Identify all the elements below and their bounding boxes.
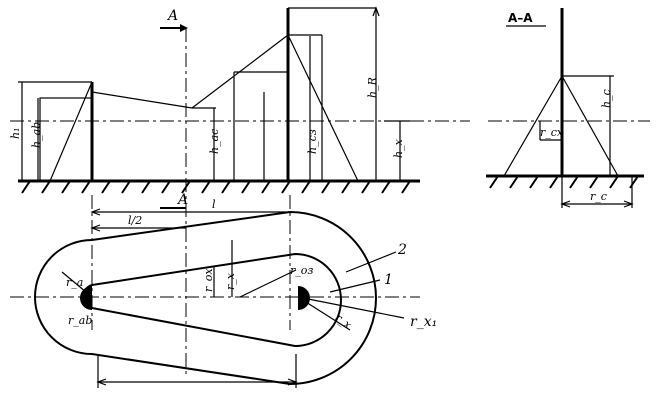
label-h-x: h_x: [392, 138, 405, 158]
zone-boundary-sag: [91, 91, 193, 109]
section-arrow-head: [180, 24, 188, 32]
rod-1-footprint: [80, 286, 92, 310]
section-zone-right: [561, 75, 619, 177]
section-zone-left: [503, 75, 563, 177]
r-oz-leader: [239, 269, 297, 298]
label-h-cs: h_cз: [306, 129, 319, 154]
callout-1: 1: [384, 272, 393, 288]
r-a-leader: [61, 271, 93, 298]
label-r-cx: r_cx: [540, 126, 564, 139]
section-ground-hatching: [489, 175, 639, 189]
label-h-ab: h_ab: [30, 122, 43, 148]
callout-2-leader: [345, 251, 397, 273]
section-mark-top: A: [166, 8, 178, 24]
r-x1-leader: [297, 296, 405, 319]
r-c-arrow-left: [560, 200, 571, 208]
zone-outer-contour: [34, 210, 377, 386]
plan-view: A l l/2 r_a r_ab r_oх: [10, 192, 437, 388]
l-arrow-left: [90, 208, 101, 216]
label-h-r: h_R: [366, 77, 379, 98]
rod-1-zone-box: [39, 97, 93, 182]
label-r-x2: r_x: [333, 311, 355, 332]
label-h-ac: h_ac: [208, 129, 221, 154]
l-half-arrow: [90, 224, 101, 232]
label-r-a: r_a: [66, 276, 83, 289]
r-c-arrow-right: [623, 200, 634, 208]
r-x2-leader: [297, 296, 351, 331]
label-r-oz: r_oз: [290, 264, 313, 277]
rod-2-zone-right: [287, 34, 359, 182]
label-r-c: r_c: [590, 190, 607, 203]
label-r-x: r_x: [224, 272, 237, 290]
label-r-ab: r_ab: [68, 314, 92, 327]
section-a-a-view: A–A h_c r_cx r_c: [486, 8, 650, 208]
callout-1-leader: [329, 279, 381, 293]
ground-hatching: [21, 180, 411, 194]
label-r-ox: r_oх: [202, 268, 215, 292]
label-h1: h₁: [9, 128, 22, 140]
section-title: A–A: [508, 11, 533, 25]
section-mark-bottom: A: [176, 192, 188, 208]
h-r-arrow: [372, 6, 380, 17]
label-l-half: l/2: [128, 214, 142, 227]
label-l: l: [212, 198, 216, 211]
elevation-view: A h₁ h_ab h_ac h_cз h_R: [9, 6, 470, 376]
label-h-c: h_c: [600, 89, 613, 108]
label-r-x1: r_x₁: [410, 314, 437, 330]
rod-1-zone-left: [49, 81, 93, 182]
callout-2: 2: [397, 242, 407, 258]
